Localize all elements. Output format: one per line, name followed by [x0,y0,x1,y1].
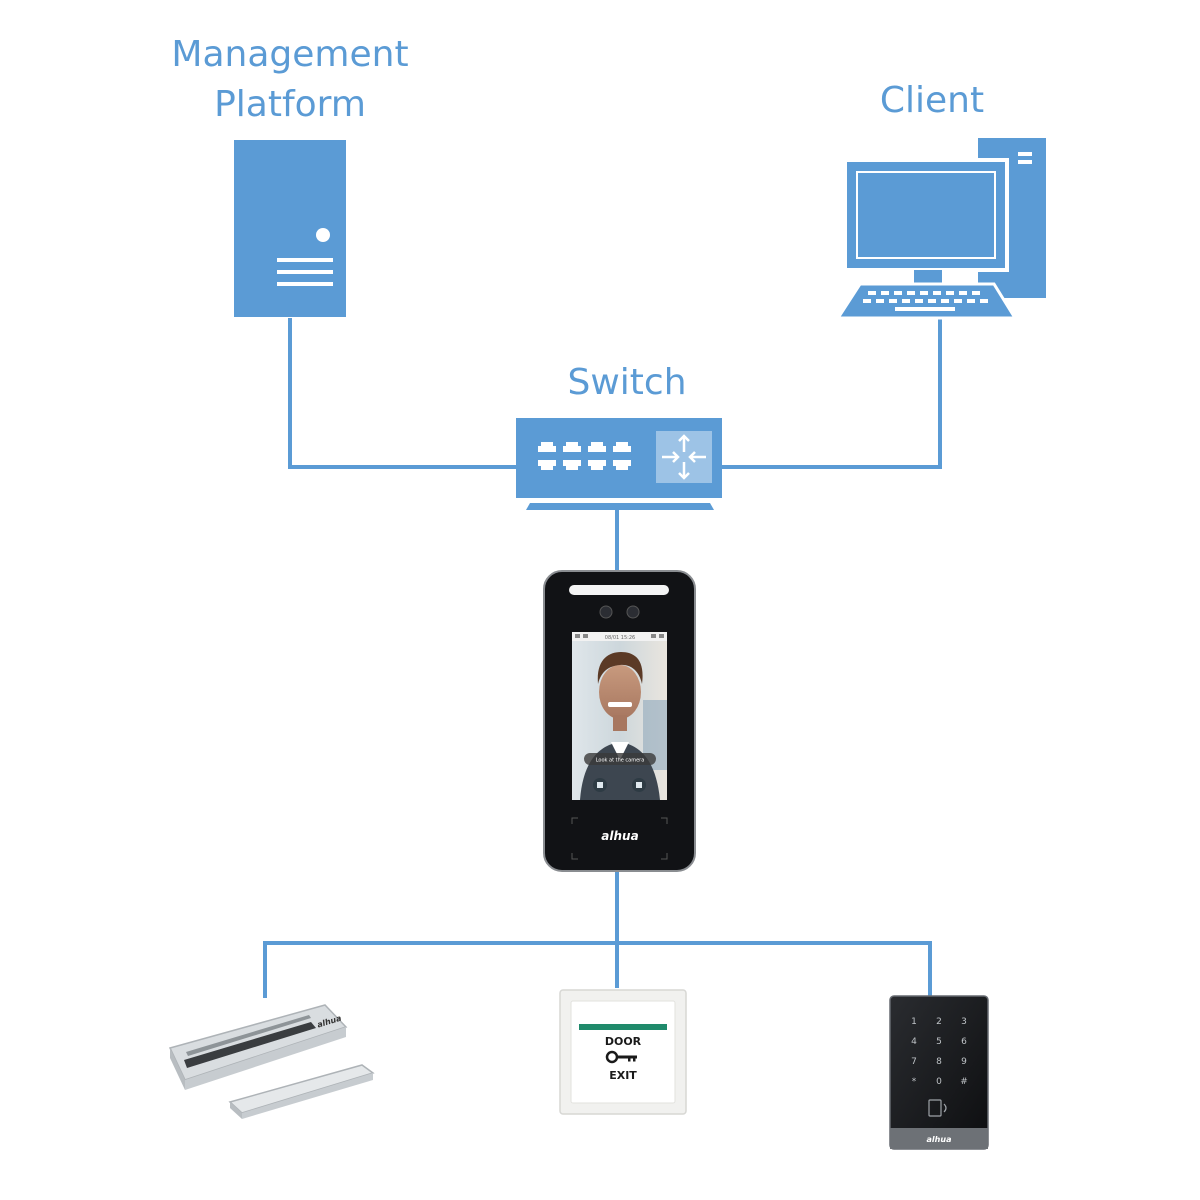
terminal-screen-prompt: Look at the camera [596,758,645,764]
reader-key: # [960,1077,968,1087]
switch-label: Switch [567,362,687,403]
reader-key: 5 [936,1037,942,1047]
switch-arrows-icon [662,434,706,480]
exit-button-door-text: DOOR [605,1035,642,1048]
card-reader-keypad: 1 2 3 4 5 6 7 8 9 * 0 # [911,1017,968,1087]
server-icon [234,140,346,317]
management-platform-label-line2: Platform [214,84,366,125]
client-to-switch-line [722,318,942,469]
card-reader: 1 2 3 4 5 6 7 8 9 * 0 # alhua [889,995,989,1150]
connectors [263,318,942,998]
bus-to-maglock-line [263,941,617,998]
terminal-status-time: 08/01 15:26 [605,635,635,641]
card-tap-icon [928,1099,947,1117]
management-platform-label: Management Platform [140,30,440,130]
reader-key: * [912,1077,917,1087]
reader-key: 8 [936,1057,942,1067]
reader-key: 7 [911,1057,917,1067]
reader-key: 4 [911,1037,917,1047]
reader-key: 2 [936,1017,942,1027]
terminal-brand-logo: alhua [601,829,638,843]
switch-ports [538,442,631,470]
client-computer-icon [835,138,1046,320]
switch-icon [516,418,722,510]
key-icon [605,1050,637,1064]
server-to-switch-line [288,318,516,469]
exit-button-exit-text: EXIT [609,1069,637,1082]
reader-key: 6 [961,1037,967,1047]
client-label: Client [879,80,985,121]
management-platform-label-line1: Management [171,34,409,75]
reader-key: 1 [911,1017,917,1027]
magnetic-lock: alhua [168,1004,375,1119]
face-recognition-terminal: 08/01 15:26 Look at the camera alhua [543,570,696,872]
reader-key: 9 [961,1057,967,1067]
door-exit-button: DOOR EXIT [559,989,687,1115]
bus-to-reader-line [617,941,932,998]
card-reader-brand-logo: alhua [927,1135,952,1144]
reader-key: 0 [936,1077,942,1087]
reader-key: 3 [961,1017,967,1027]
